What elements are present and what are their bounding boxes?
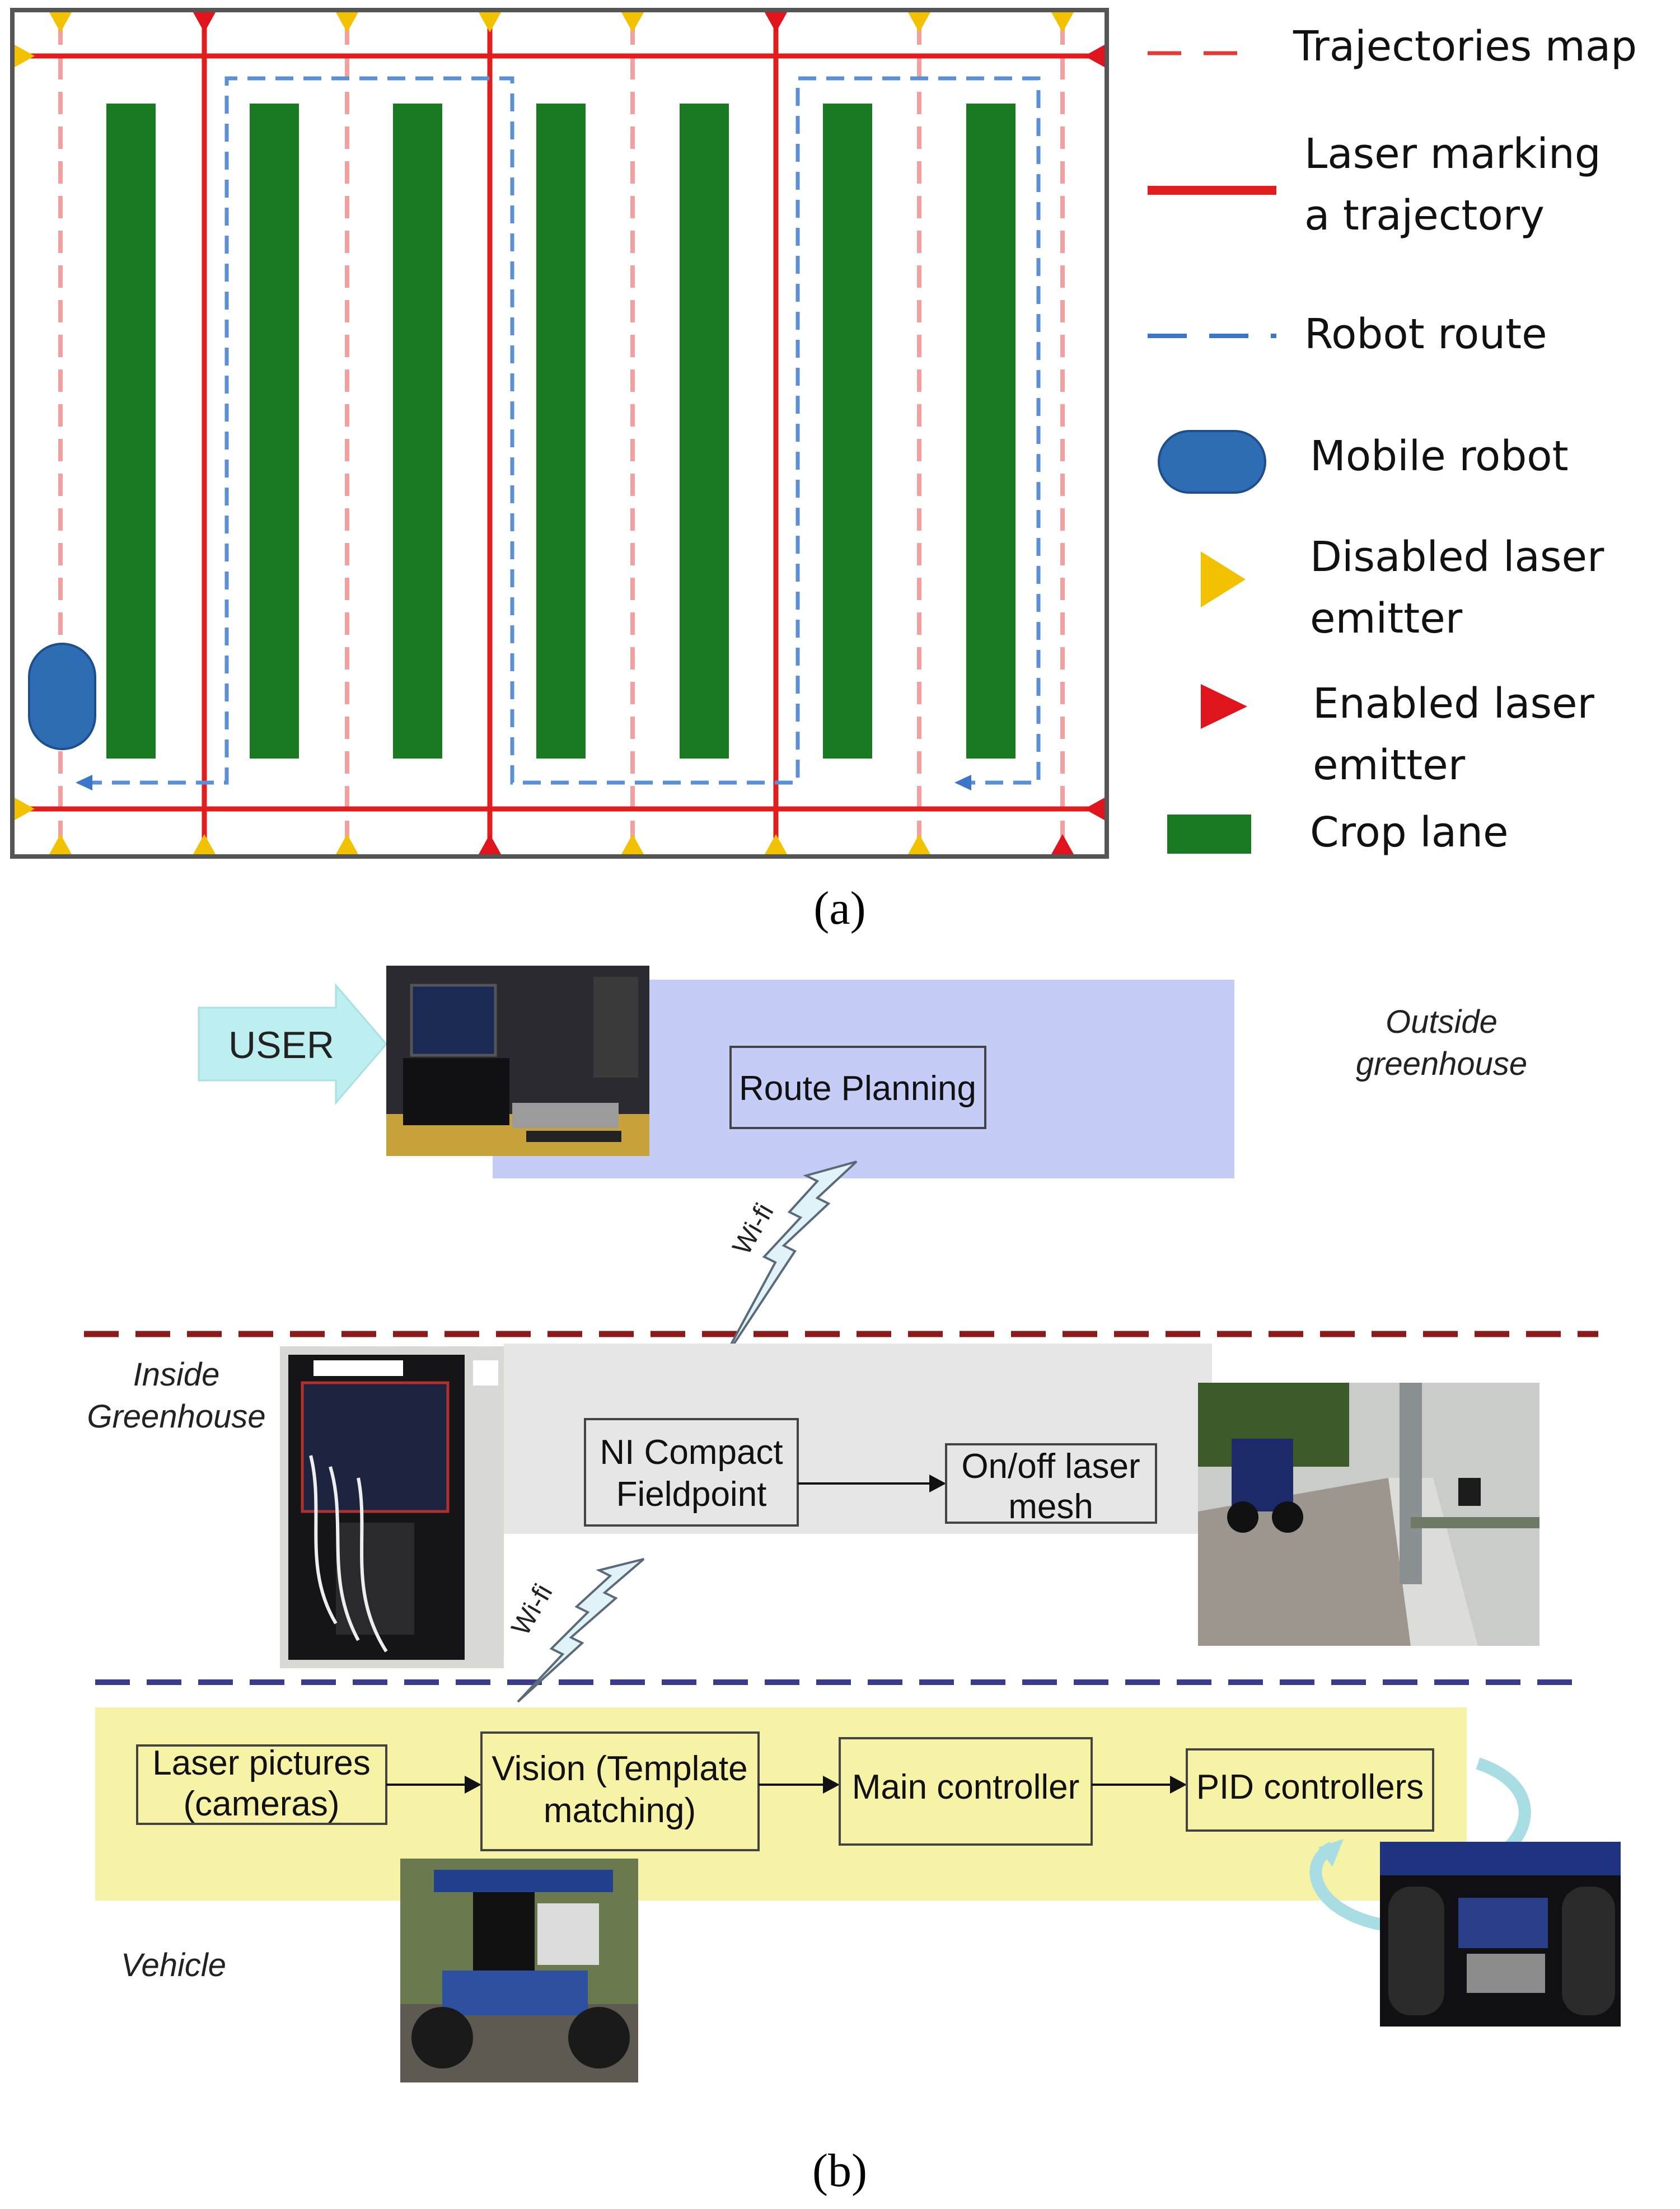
onoff-label-line1: On/off laser [961, 1447, 1140, 1486]
disabled-emitter-icon [908, 834, 930, 854]
feedback-arrowhead-icon [1318, 1839, 1344, 1867]
disabled-emitter-icon [336, 12, 358, 32]
disabled-emitter-icon [1051, 12, 1074, 32]
route-arrow-icon [76, 775, 92, 790]
arrowhead-icon [1170, 1776, 1187, 1794]
onoff-laser-box [945, 1443, 1157, 1524]
onoff-label-line2: mesh [1008, 1487, 1093, 1526]
vision-box [480, 1731, 760, 1851]
outside-label-line1: Outside [1386, 1004, 1498, 1040]
laser-pics-line2: (cameras) [183, 1785, 339, 1823]
user-arrow-icon [198, 982, 387, 1106]
robot-route-path [84, 76, 1041, 785]
crop-lane [823, 104, 872, 759]
route-arrow-icon [954, 775, 971, 790]
inside-zone [504, 1344, 1212, 1534]
enabled-emitter-icon [765, 12, 787, 32]
enabled-emitter-icon [193, 12, 216, 32]
main-controller-box [839, 1737, 1093, 1846]
crop-lane [393, 104, 442, 759]
vehicle-zone [95, 1707, 1467, 1901]
enabled-emitter-icon [1084, 45, 1105, 67]
crop-lane [680, 104, 729, 759]
enabled-emitter-icon [1051, 834, 1074, 854]
crop-lanes [106, 104, 1016, 759]
inside-label-line1: Inside [133, 1356, 220, 1393]
enabled-emitter-icon [1084, 798, 1105, 820]
disabled-emitter-icon [765, 834, 787, 854]
map-legend: Trajectories map Laser marking a traject… [1148, 22, 1637, 857]
inside-label-line2: Greenhouse [87, 1398, 265, 1435]
ni-fieldpoint-box [584, 1418, 799, 1527]
vehicle-label: Vehicle [121, 1947, 226, 1983]
disabled-emitter-icon [908, 12, 930, 32]
pid-controllers-box [1186, 1748, 1434, 1832]
vehicle-photo [400, 1859, 638, 2082]
disabled-emitter-icon [336, 834, 358, 854]
workstation-photo [386, 966, 649, 1156]
wifi-lightning-icon [517, 1558, 645, 1703]
bottom-emitters [49, 834, 1074, 854]
disabled-emitter-icon [621, 12, 644, 32]
route-planning-label: Route Planning [739, 1069, 976, 1108]
legend-disabled-emitter-icon [1201, 551, 1246, 607]
laser-marking-lines [22, 22, 1097, 845]
disabled-emitter-icon [49, 12, 72, 32]
legend-crop-lane: Crop lane [1310, 808, 1509, 857]
legend-disabled-line2: emitter [1310, 595, 1463, 643]
legend-enabled-line1: Enabled laser [1313, 680, 1595, 728]
arrowhead-icon [465, 1776, 481, 1794]
crop-lane [250, 104, 299, 759]
greenhouse-map [10, 8, 1109, 859]
legend-enabled-emitter-icon [1201, 684, 1247, 729]
wifi-lightning-icon [718, 1160, 858, 1367]
wheel-motor-photo [1380, 1842, 1621, 2027]
greenhouse-photo [1198, 1383, 1539, 1646]
ni-label-line1: NI Compact [600, 1433, 783, 1472]
legend-trajectories-map: Trajectories map [1293, 22, 1637, 71]
wifi-label-lower: Wi-fi [506, 1579, 559, 1641]
laser-pics-line1: Laser pictures [152, 1744, 370, 1782]
crop-lane [106, 104, 156, 759]
legend-crop-lane-swatch [1167, 815, 1251, 854]
legend-disabled-line1: Disabled laser [1310, 533, 1604, 581]
arrowhead-icon [929, 1475, 946, 1492]
main-controller-label: Main controller [852, 1768, 1080, 1806]
mobile-robot-icon [28, 643, 96, 750]
crop-lane [536, 104, 586, 759]
disabled-emitter-icon [621, 834, 644, 854]
legend-laser-marking-line2: a trajectory [1304, 191, 1545, 240]
enabled-emitter-icon [479, 834, 501, 854]
cabinet-photo [280, 1346, 504, 1668]
legend-enabled-line2: emitter [1313, 741, 1466, 789]
disabled-emitter-icon [49, 834, 72, 854]
disabled-emitter-icon [193, 834, 216, 854]
legend-mobile-robot: Mobile robot [1310, 432, 1569, 480]
pid-controllers-label: PID controllers [1196, 1768, 1424, 1806]
route-planning-box [729, 1046, 986, 1129]
feedback-arrow-icon [1309, 1842, 1389, 1932]
vision-line1: Vision (Template [492, 1749, 747, 1788]
outside-label-line2: greenhouse [1356, 1046, 1527, 1082]
disabled-emitter-icon [15, 798, 35, 820]
vision-line2: matching) [544, 1791, 696, 1830]
legend-robot-icon [1158, 430, 1266, 494]
ni-label-line2: Fieldpoint [616, 1475, 767, 1514]
caption-b: (b) [812, 2145, 867, 2197]
top-emitters [49, 12, 1074, 32]
user-label: USER [228, 1024, 334, 1066]
arrowhead-icon [823, 1776, 840, 1794]
legend-laser-marking-line1: Laser marking [1304, 130, 1601, 178]
user-arrow: USER [198, 982, 387, 1106]
robot-route [84, 76, 1041, 785]
crop-lane [966, 104, 1016, 759]
disabled-emitter-icon [15, 45, 35, 67]
caption-a: (a) [813, 882, 865, 934]
disabled-emitter-icon [479, 12, 501, 32]
legend-robot-route: Robot route [1304, 310, 1547, 358]
